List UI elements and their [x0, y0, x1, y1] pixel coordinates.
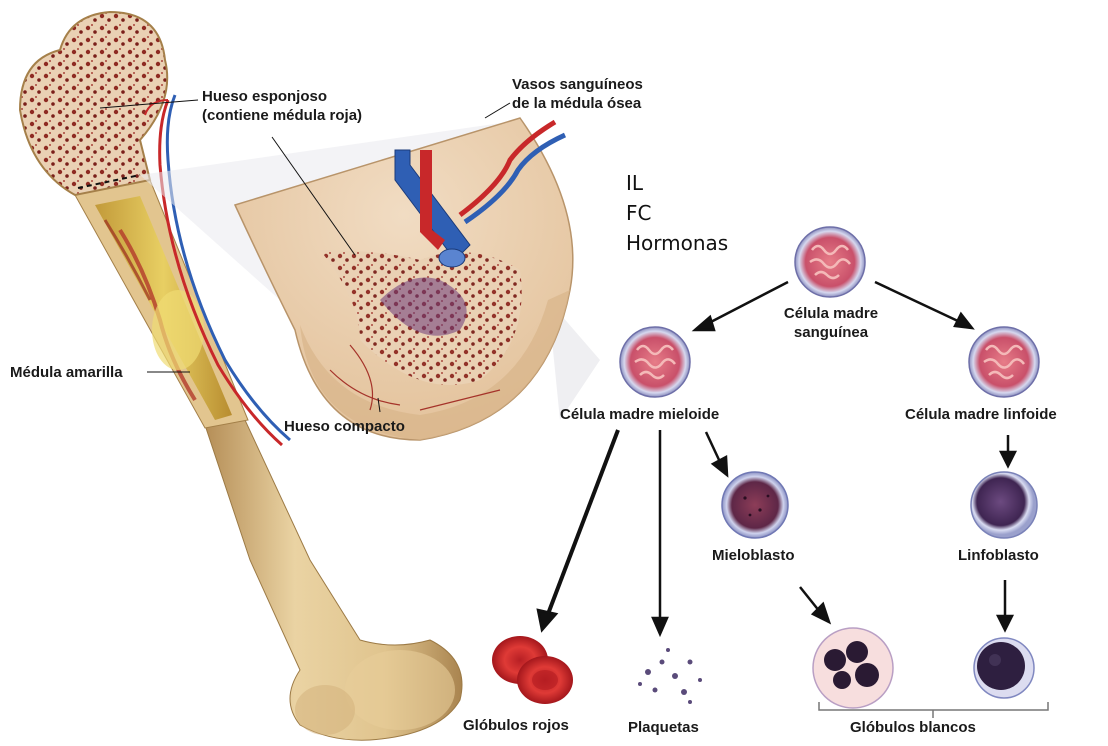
myeloid-stem-cell: [620, 327, 690, 397]
lymphoid-stem-cell: [969, 327, 1039, 397]
label-myeloid-stem-cell: Célula madre mieloide: [560, 405, 719, 424]
overlay-hormonas: Hormonas: [626, 228, 728, 258]
label-myeloblast: Mieloblasto: [712, 546, 795, 565]
label-vessels: Vasos sanguíneos de la médula ósea: [512, 75, 643, 113]
label-lymphoid-stem-cell: Célula madre linfoide: [905, 405, 1057, 424]
label-spongy-bone: Hueso esponjoso (contiene médula roja): [202, 87, 362, 125]
label-red-blood-cells: Glóbulos rojos: [463, 716, 569, 735]
overlay-fc: FC: [626, 198, 728, 228]
myeloblast-cell: [722, 472, 788, 538]
blood-stem-cell: [795, 227, 865, 297]
lymphocyte-cell: [974, 638, 1034, 698]
label-yellow-marrow: Médula amarilla: [10, 363, 123, 382]
label-platelets: Plaquetas: [628, 718, 699, 737]
overlay-factors: IL FC Hormonas: [626, 168, 728, 258]
red-blood-cells: [492, 636, 573, 704]
overlay-il: IL: [626, 168, 728, 198]
label-blood-stem-cell: Célula madre sanguínea: [772, 304, 890, 342]
label-compact-bone: Hueso compacto: [284, 417, 405, 436]
neutrophil-cell: [813, 628, 893, 708]
lymphoblast-cell: [971, 472, 1037, 538]
label-lymphoblast: Linfoblasto: [958, 546, 1039, 565]
platelets: [638, 648, 702, 704]
label-white-blood-cells: Glóbulos blancos: [850, 718, 976, 737]
